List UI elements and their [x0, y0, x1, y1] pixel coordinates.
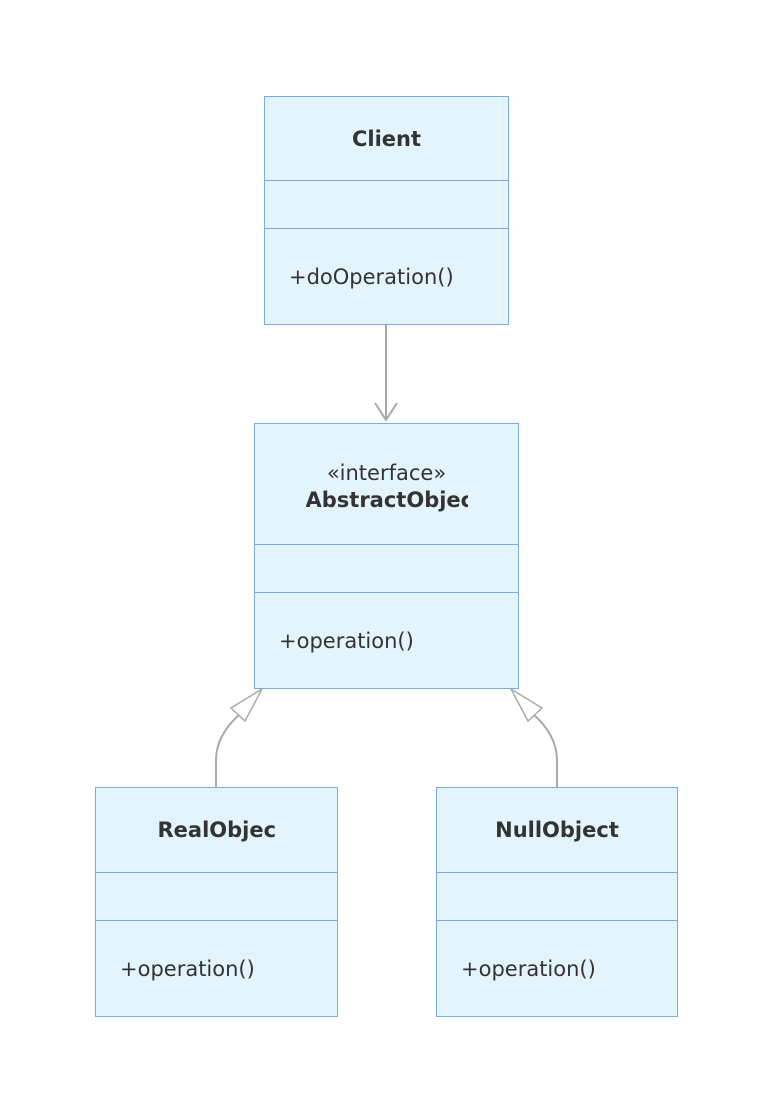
class-stereotype: «interface» — [326, 461, 447, 485]
class-real-object[interactable]: RealObject +operation() — [95, 787, 338, 1017]
realization-triangle-right — [509, 686, 544, 723]
class-header: Client — [265, 97, 508, 181]
association-arrowhead — [374, 402, 398, 422]
class-header: RealObject — [96, 788, 337, 873]
class-null-object[interactable]: NullObject +operation() — [436, 787, 678, 1017]
class-attributes — [255, 545, 518, 593]
class-client[interactable]: Client +doOperation() — [264, 96, 509, 325]
class-header: NullObject — [437, 788, 677, 873]
class-attributes — [265, 181, 508, 229]
method-label: +operation() — [461, 956, 596, 981]
class-name: AbstractObject — [305, 488, 468, 512]
method-label: +operation() — [120, 956, 255, 981]
class-attributes — [96, 873, 337, 921]
method-label: +operation() — [279, 628, 414, 653]
class-attributes — [437, 873, 677, 921]
edge-realobject-to-abstractobject — [215, 712, 242, 787]
edge-nullobject-to-abstractobject — [531, 712, 558, 787]
class-methods: +operation() — [437, 921, 677, 1016]
class-name: Client — [351, 126, 422, 151]
class-methods: +operation() — [96, 921, 337, 1016]
class-abstract-object[interactable]: «interface» AbstractObject +operation() — [254, 423, 519, 689]
method-label: +doOperation() — [289, 264, 454, 289]
realization-triangle-left — [229, 686, 264, 723]
class-name: NullObject — [495, 818, 619, 842]
class-methods: +operation() — [255, 593, 518, 688]
class-header: «interface» AbstractObject — [255, 424, 518, 545]
class-methods: +doOperation() — [265, 229, 508, 324]
class-name: RealObject — [157, 818, 276, 842]
